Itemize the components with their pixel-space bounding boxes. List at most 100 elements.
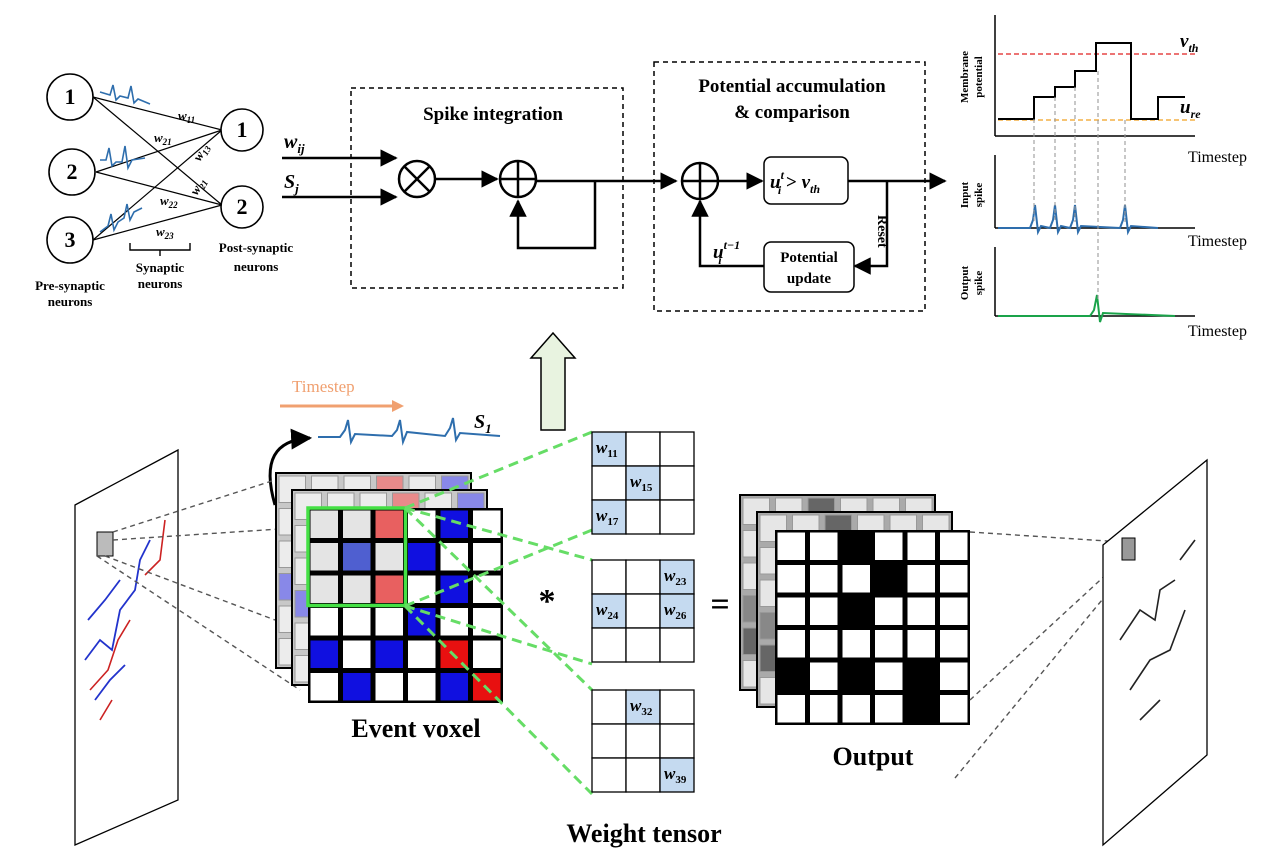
post-synaptic-label-line1: Post-synaptic bbox=[219, 240, 294, 255]
output-spike-trace bbox=[998, 294, 1176, 323]
voxel-cell bbox=[440, 575, 468, 603]
output-patch bbox=[1121, 537, 1136, 561]
update-feedback-arrow bbox=[691, 199, 764, 268]
output-event-image bbox=[1102, 458, 1208, 847]
post-synaptic-label-line2: neurons bbox=[234, 259, 279, 274]
kernel-cell bbox=[625, 627, 661, 663]
pre-synaptic-label-line2: neurons bbox=[48, 294, 93, 309]
kernel-weight-label: w24 bbox=[596, 600, 619, 622]
voxel-cell bbox=[375, 608, 403, 636]
pre-neuron-2: 2 bbox=[48, 148, 96, 196]
kernel-weight-label: w11 bbox=[596, 438, 618, 460]
spike-train-2 bbox=[100, 145, 146, 171]
potential-update-line2: update bbox=[787, 271, 832, 287]
output-ylabel-2: spike bbox=[973, 271, 985, 296]
weight-tensor-label: Weight tensor bbox=[566, 819, 721, 848]
weight-w23: w23 bbox=[156, 224, 174, 241]
u-re-label: ure bbox=[1180, 97, 1201, 121]
output-cell bbox=[875, 695, 903, 723]
kernel-cell bbox=[591, 757, 627, 793]
input-patch bbox=[96, 531, 114, 557]
kernel-cell bbox=[591, 689, 627, 725]
pre-synaptic-label-line1: Pre-synaptic bbox=[35, 278, 105, 293]
voxel-cell bbox=[473, 510, 501, 538]
voxel-cell bbox=[310, 673, 338, 701]
voxel-cell bbox=[310, 543, 338, 571]
event-voxel-stack bbox=[275, 472, 503, 703]
output-cell bbox=[777, 532, 805, 560]
output-cell bbox=[810, 695, 838, 723]
kernel-cell bbox=[625, 559, 661, 595]
voxel-cell bbox=[440, 510, 468, 538]
convolution-operator: * bbox=[539, 583, 556, 620]
output-cell bbox=[810, 630, 838, 658]
pre-neuron-3-label: 3 bbox=[65, 227, 76, 252]
voxel-cell bbox=[473, 640, 501, 668]
kernel-connectors bbox=[403, 430, 594, 796]
membrane-ylabel-1: Membrane bbox=[959, 51, 971, 103]
output-cell bbox=[810, 662, 838, 690]
post-neuron-1: 1 bbox=[220, 108, 264, 152]
input-spike-trace bbox=[998, 204, 1159, 236]
spike-integration-title: Spike integration bbox=[423, 104, 563, 125]
output-cell bbox=[875, 662, 903, 690]
kernel-cell bbox=[591, 465, 627, 501]
multiply-operator bbox=[397, 159, 437, 199]
potential-accumulation-box bbox=[653, 61, 926, 312]
equals-operator: = bbox=[710, 586, 729, 623]
kernel-cell bbox=[659, 465, 695, 501]
voxel-cell bbox=[375, 510, 403, 538]
output-cell bbox=[777, 662, 805, 690]
timestep-guides bbox=[1033, 71, 1126, 300]
voxel-cell bbox=[408, 673, 436, 701]
reset-label: Reset bbox=[874, 215, 889, 248]
kernel-cell bbox=[591, 723, 627, 759]
voxel-front-layer bbox=[306, 506, 503, 703]
voxel-cell bbox=[473, 543, 501, 571]
voxel-cell bbox=[343, 640, 371, 668]
input-patch-guides bbox=[96, 479, 301, 691]
output-ylabel-1: Output bbox=[959, 266, 971, 301]
output-cell bbox=[875, 597, 903, 625]
pre-neuron-2-label: 2 bbox=[67, 159, 78, 184]
voxel-cell bbox=[408, 640, 436, 668]
kernel-weight-label: w32 bbox=[630, 696, 653, 718]
kernel-cell bbox=[591, 431, 627, 467]
output-cell bbox=[875, 630, 903, 658]
output-cell bbox=[810, 597, 838, 625]
kernel-cell bbox=[625, 431, 661, 467]
voxel-curve-arrow bbox=[268, 428, 313, 506]
output-cell bbox=[875, 532, 903, 560]
voxel-cell bbox=[375, 673, 403, 701]
kernel-cell bbox=[625, 593, 661, 629]
output-cell bbox=[875, 565, 903, 593]
voxel-cell bbox=[343, 510, 371, 538]
output-cell bbox=[777, 565, 805, 593]
event-edges-red bbox=[89, 519, 166, 721]
membrane-xlabel: Timestep bbox=[1188, 149, 1247, 166]
neuron-block-diagram: wij Sj Spike integration Potential accum… bbox=[282, 61, 947, 312]
input-xlabel: Timestep bbox=[1188, 233, 1247, 250]
output-cell bbox=[940, 565, 968, 593]
receptive-window bbox=[306, 506, 408, 608]
output-cell bbox=[842, 532, 870, 560]
spike-train-3 bbox=[99, 203, 143, 233]
weight-w11: w11 bbox=[178, 108, 195, 125]
kernel-cell bbox=[625, 499, 661, 535]
sum-operator-2 bbox=[680, 161, 720, 201]
input-event-image bbox=[74, 448, 179, 846]
input-w-ij: wij bbox=[284, 131, 305, 156]
spike-train-1 bbox=[99, 84, 151, 105]
kernel-weight-label: w23 bbox=[664, 566, 687, 588]
potential-update-line1: Potential bbox=[780, 250, 838, 266]
voxel-cell bbox=[375, 640, 403, 668]
pre-neuron-3: 3 bbox=[46, 216, 94, 264]
v-th-label: vth bbox=[1180, 31, 1199, 55]
output-cell bbox=[810, 565, 838, 593]
post-neuron-2: 2 bbox=[220, 185, 264, 229]
kernel-cell bbox=[625, 757, 661, 793]
input-ylabel-2: spike bbox=[973, 183, 985, 208]
